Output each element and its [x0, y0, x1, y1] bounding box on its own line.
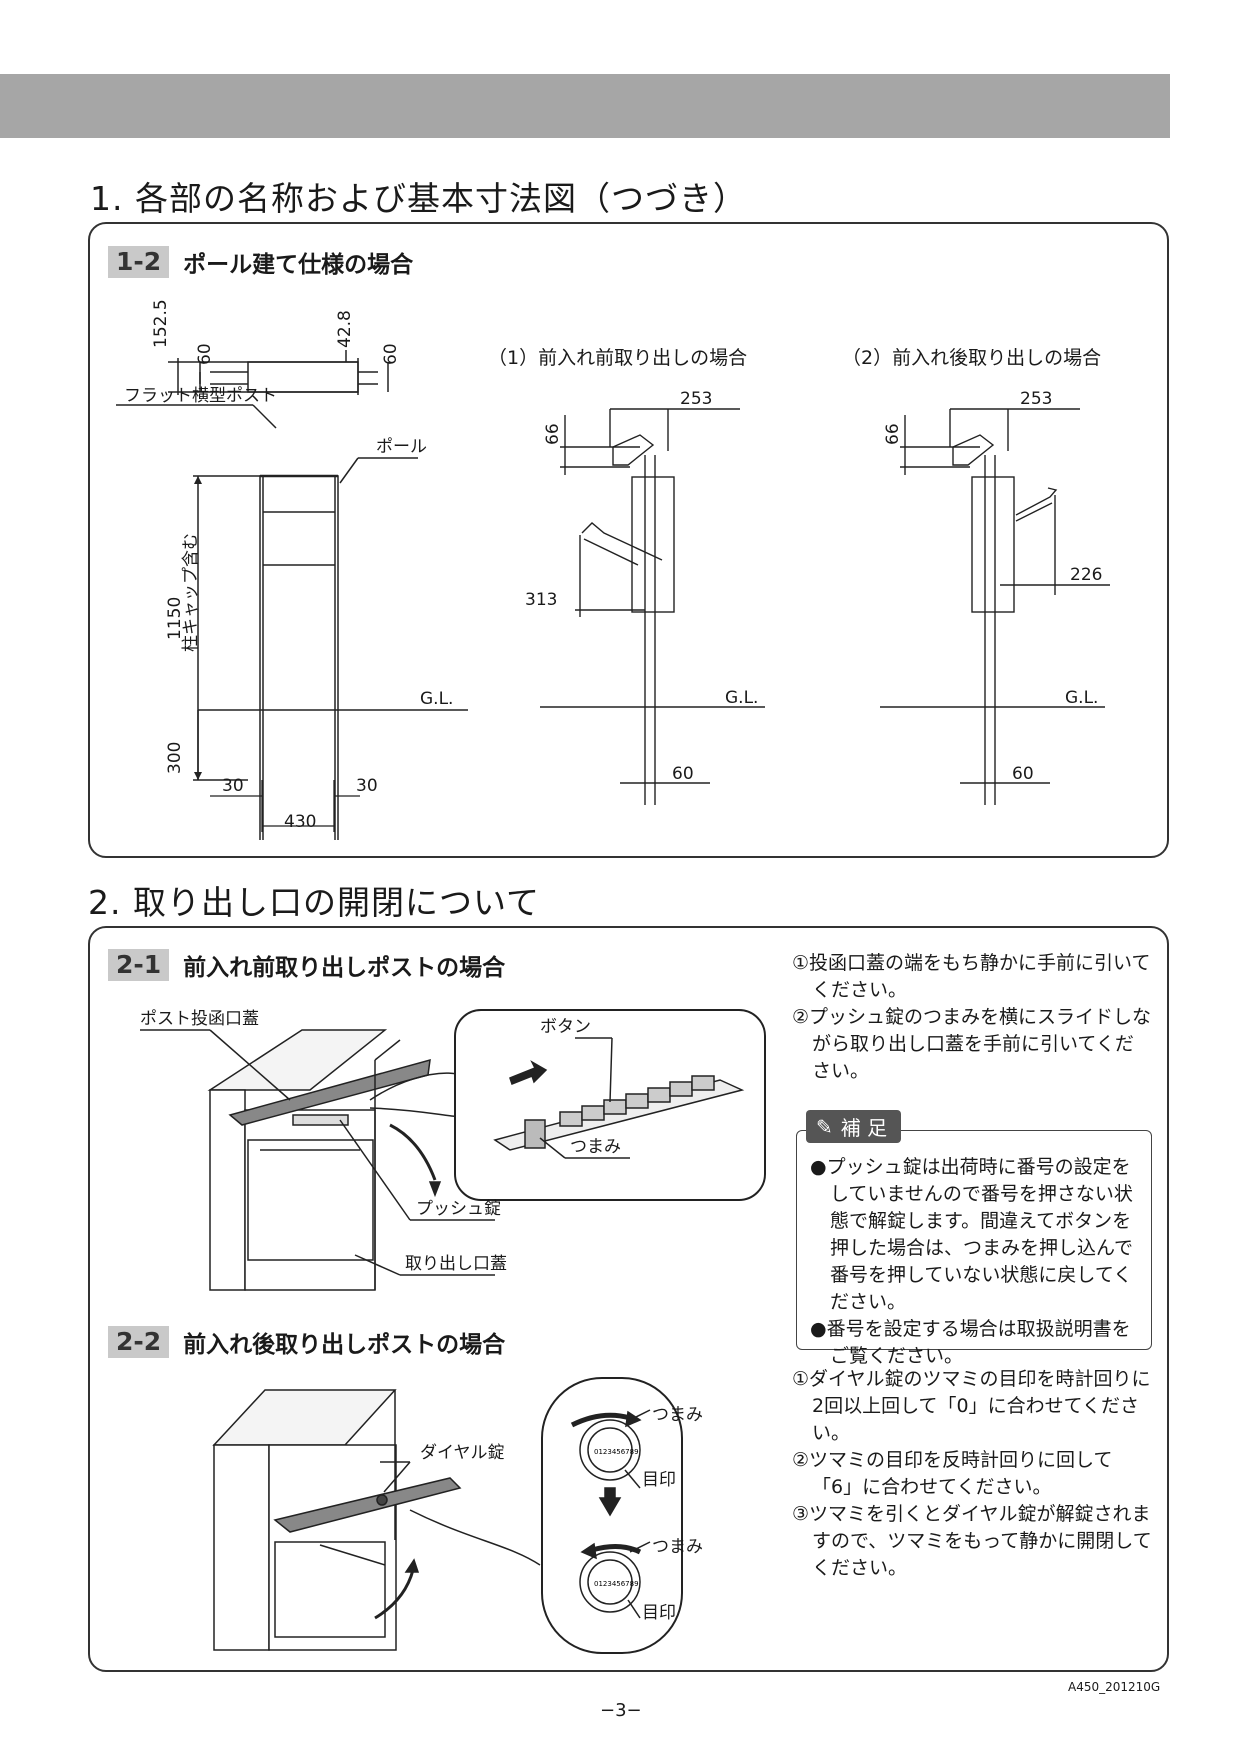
subsection-number: 1-2 — [108, 246, 170, 278]
fig2-dim-66: 66 — [883, 423, 903, 445]
section1-title: 1. 各部の名称および基本寸法図（つづき） — [90, 179, 747, 218]
dim-height-note: 柱キャップ含む — [181, 533, 201, 652]
fig2-gl: G.L. — [1065, 688, 1098, 708]
supplement-note-1: ●プッシュ錠は出荷時に番号の設定をしていませんので番号を押さない状態で解錠します… — [810, 1156, 1134, 1313]
label-push-lock: プッシュ錠 — [416, 1199, 501, 1219]
dim-42-8: 42.8 — [335, 310, 355, 348]
section2-title: 2. 取り出し口の開閉について — [88, 883, 540, 922]
label-knob-lower: つまみ — [652, 1537, 703, 1557]
s21-subheading: 2-1 前入れ前取り出しポストの場合 — [108, 948, 505, 982]
fig1-dim-60: 60 — [672, 764, 694, 784]
s21-number: 2-1 — [108, 949, 170, 981]
dim-430: 430 — [284, 812, 317, 832]
dim-60-right: 60 — [381, 343, 401, 365]
header-band — [0, 74, 1170, 138]
label-pole: ポール — [376, 437, 427, 457]
s22-title: 前入れ後取り出しポストの場合 — [183, 1332, 506, 1358]
dim-300: 300 — [165, 742, 185, 774]
fig1-dim-66: 66 — [543, 423, 563, 445]
label-mark-upper: 目印 — [642, 1470, 676, 1490]
section1-panel — [88, 222, 1169, 858]
dim-60-left: 60 — [195, 343, 215, 365]
dial-digits-upper: 0123456789 — [594, 1448, 639, 1456]
dim-30-right: 30 — [356, 776, 378, 796]
supplement-title: 補 足 — [840, 1116, 888, 1140]
s22-step-3: ③ツマミを引くとダイヤル錠が解錠されますので、ツマミをもって静かに開閉してくださ… — [792, 1503, 1152, 1579]
s21-step-2: ②プッシュ錠のつまみを横にスライドしながら取り出し口蓋を手前に引いてください。 — [792, 1006, 1152, 1082]
rear-removal-diagram: 253 66 226 G.L. 60 — [880, 389, 1110, 805]
s22-number: 2-2 — [108, 1326, 170, 1358]
dim-152-5: 152.5 — [151, 299, 171, 348]
label-knob-21: つまみ — [570, 1137, 621, 1157]
fig1-dim-253: 253 — [680, 389, 712, 409]
supplement-box — [796, 1130, 1152, 1350]
front-removal-diagram: 253 66 313 G.L. 60 — [525, 389, 765, 805]
supplement-tag: ✎ 補 足 — [806, 1110, 902, 1143]
dim-30-left: 30 — [222, 776, 244, 796]
label-flat-post: フラット横型ポスト — [124, 386, 277, 406]
supplement-note-2: ●番号を設定する場合は取扱説明書をご覧ください。 — [810, 1318, 1131, 1367]
label-post-lid: ポスト投函口蓋 — [140, 1009, 259, 1029]
s21-steps: ①投函口蓋の端をもち静かに手前に引いてください。 ②プッシュ錠のつまみを横にスラ… — [792, 950, 1152, 1085]
label-gl-main: G.L. — [420, 689, 453, 709]
push-lock-post-illustration: ポスト投函口蓋 ボタン つまみ プッシュ錠 取り出し口蓋 — [140, 1009, 766, 1291]
label-knob-upper: つまみ — [652, 1405, 703, 1425]
label-button: ボタン — [540, 1017, 591, 1037]
s22-step-2: ②ツマミの目印を反時計回りに回して「6」に合わせてください。 — [792, 1449, 1113, 1498]
section1-subheading: 1-2 ポール建て仕様の場合 — [108, 245, 413, 279]
dial-lock-post-illustration: ダイヤル錠 つまみ 目印 つまみ 目印 0123456789 012345678… — [212, 1377, 703, 1654]
document-code: A450_201210G — [1068, 1680, 1161, 1694]
s22-subheading: 2-2 前入れ後取り出しポストの場合 — [108, 1325, 505, 1359]
label-mark-lower: 目印 — [642, 1603, 676, 1623]
pencil-icon: ✎ — [816, 1114, 833, 1139]
s21-step-1: ①投函口蓋の端をもち静かに手前に引いてください。 — [792, 952, 1151, 1001]
fig1-gl: G.L. — [725, 688, 758, 708]
supplement-notes: ●プッシュ錠は出荷時に番号の設定をしていませんので番号を押さない状態で解錠します… — [810, 1154, 1140, 1370]
page-number: −3− — [600, 1700, 642, 1721]
dim-1150: 1150 — [165, 597, 185, 640]
s21-title: 前入れ前取り出しポストの場合 — [183, 955, 506, 981]
fig2-dim-226: 226 — [1070, 565, 1102, 585]
pole-post-elevation-diagram: 152.5 60 42.8 60 フラット横型ポスト ポール 1150 柱キャッ… — [116, 299, 468, 840]
fig1-title: （1）前入れ前取り出しの場合 — [488, 347, 748, 369]
fig2-dim-60: 60 — [1012, 764, 1034, 784]
s22-steps: ①ダイヤル錠のツマミの目印を時計回りに2回以上回して「0」に合わせてください。 … — [792, 1366, 1152, 1582]
label-dial-lock: ダイヤル錠 — [420, 1443, 505, 1463]
subsection-title: ポール建て仕様の場合 — [183, 252, 414, 278]
fig1-dim-313: 313 — [525, 590, 557, 610]
label-outlet-lid: 取り出し口蓋 — [405, 1254, 507, 1274]
s22-step-1: ①ダイヤル錠のツマミの目印を時計回りに2回以上回して「0」に合わせてください。 — [792, 1368, 1151, 1444]
width-dimension-lines — [210, 780, 360, 832]
dial-digits-lower: 0123456789 — [594, 1580, 639, 1588]
fig2-title: （2）前入れ後取り出しの場合 — [842, 347, 1102, 369]
fig2-dim-253: 253 — [1020, 389, 1052, 409]
